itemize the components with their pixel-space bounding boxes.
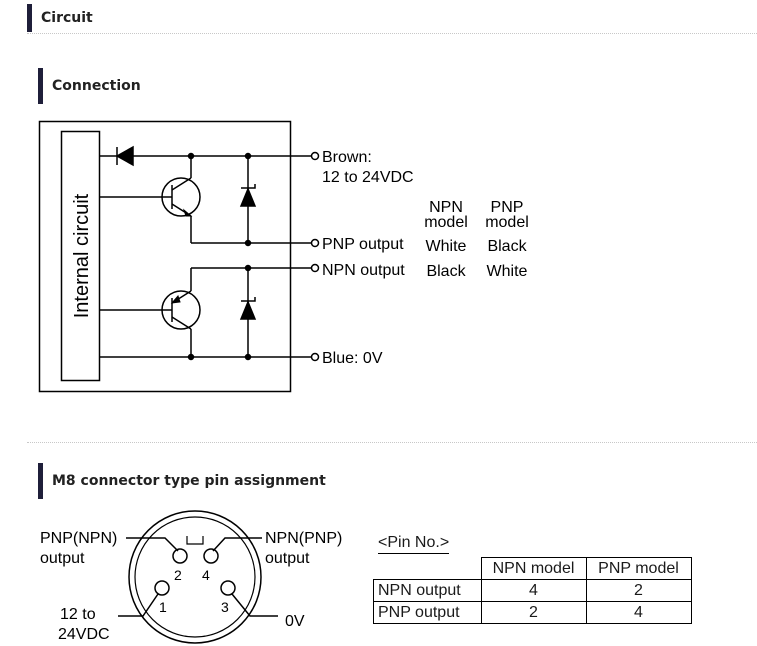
col-pnp-model: PNP model [585,557,692,580]
table-row: NPN output 4 2 [373,579,692,602]
cell-value: 4 [585,601,692,624]
terminal-icon [310,151,320,161]
npn-output-label: NPN output [322,262,405,279]
pin-3-number: 3 [221,599,229,615]
npn-row-npn-color: Black [426,263,466,280]
outer-box [38,120,292,393]
col-npn-header: NPN [429,199,463,216]
connector-diagram: PNP(NPN) output NPN(PNP) output 12 to 24… [40,510,342,644]
col-pnp-header-2: model [485,214,529,231]
cell-value: 2 [480,601,587,624]
label-top-right-2: output [265,550,310,567]
wiring-diagram: Internal circuit Brown: 12 to 24VDC PNP … [38,120,529,393]
pin-1-icon [154,580,170,596]
table-row: PNP output 2 4 [373,601,692,624]
zener-diode-icon [239,187,257,207]
pnp-row-npn-color: White [426,238,467,255]
blue-label: Blue: 0V [322,350,383,367]
pin-1-number: 1 [159,599,167,615]
terminal-icon [310,238,320,248]
section-heading-connection: Connection [38,68,141,104]
diode-icon [115,145,134,167]
row-label: PNP output [373,601,482,624]
section-title-pin-assignment: M8 connector type pin assignment [52,473,326,489]
col-npn-model: NPN model [480,557,587,580]
label-bottom-right: 0V [285,613,305,630]
label-top-left: PNP(NPN) [40,530,117,547]
section-title-connection: Connection [52,78,141,94]
connector-outer-icon [128,510,262,644]
brown-voltage-label: 12 to 24VDC [322,169,414,186]
label-bottom-left-2: 24VDC [58,626,110,643]
pin-table: NPN model PNP model NPN output 4 2 PNP o… [373,557,692,624]
terminal-icon [310,352,320,362]
pin-4-icon [203,548,219,564]
pin-3-icon [220,580,236,596]
pin-2-icon [172,548,188,564]
label-bottom-left: 12 to [60,606,96,623]
key-notch-icon [186,536,204,545]
col-pnp-header: PNP [491,199,524,216]
pin-2-number: 2 [174,567,182,583]
label-top-right: NPN(PNP) [265,530,342,547]
pnp-row-pnp-color: Black [487,238,527,255]
transistor-icon [161,177,201,217]
pin-4-number: 4 [202,567,210,583]
transistor-icon [161,290,201,330]
cell-value: 2 [585,579,692,602]
col-npn-header-2: model [424,214,468,231]
section-heading-circuit: Circuit [27,4,93,32]
divider [27,442,757,443]
internal-circuit-box [60,130,101,382]
label-top-left-2: output [40,550,85,567]
section-title-circuit: Circuit [41,10,93,26]
terminal-icon [310,263,320,273]
cell-value: 4 [480,579,587,602]
zener-diode-icon [239,300,257,320]
section-heading-pin-assignment: M8 connector type pin assignment [38,463,326,499]
row-label: NPN output [373,579,482,602]
divider [27,33,757,34]
pnp-output-label: PNP output [322,236,404,253]
brown-label: Brown: [322,149,372,166]
internal-circuit-label: Internal circuit [71,193,93,318]
npn-row-pnp-color: White [487,263,528,280]
table-header-row: NPN model PNP model [373,557,692,580]
pin-table-caption: <Pin No.> [378,534,450,554]
